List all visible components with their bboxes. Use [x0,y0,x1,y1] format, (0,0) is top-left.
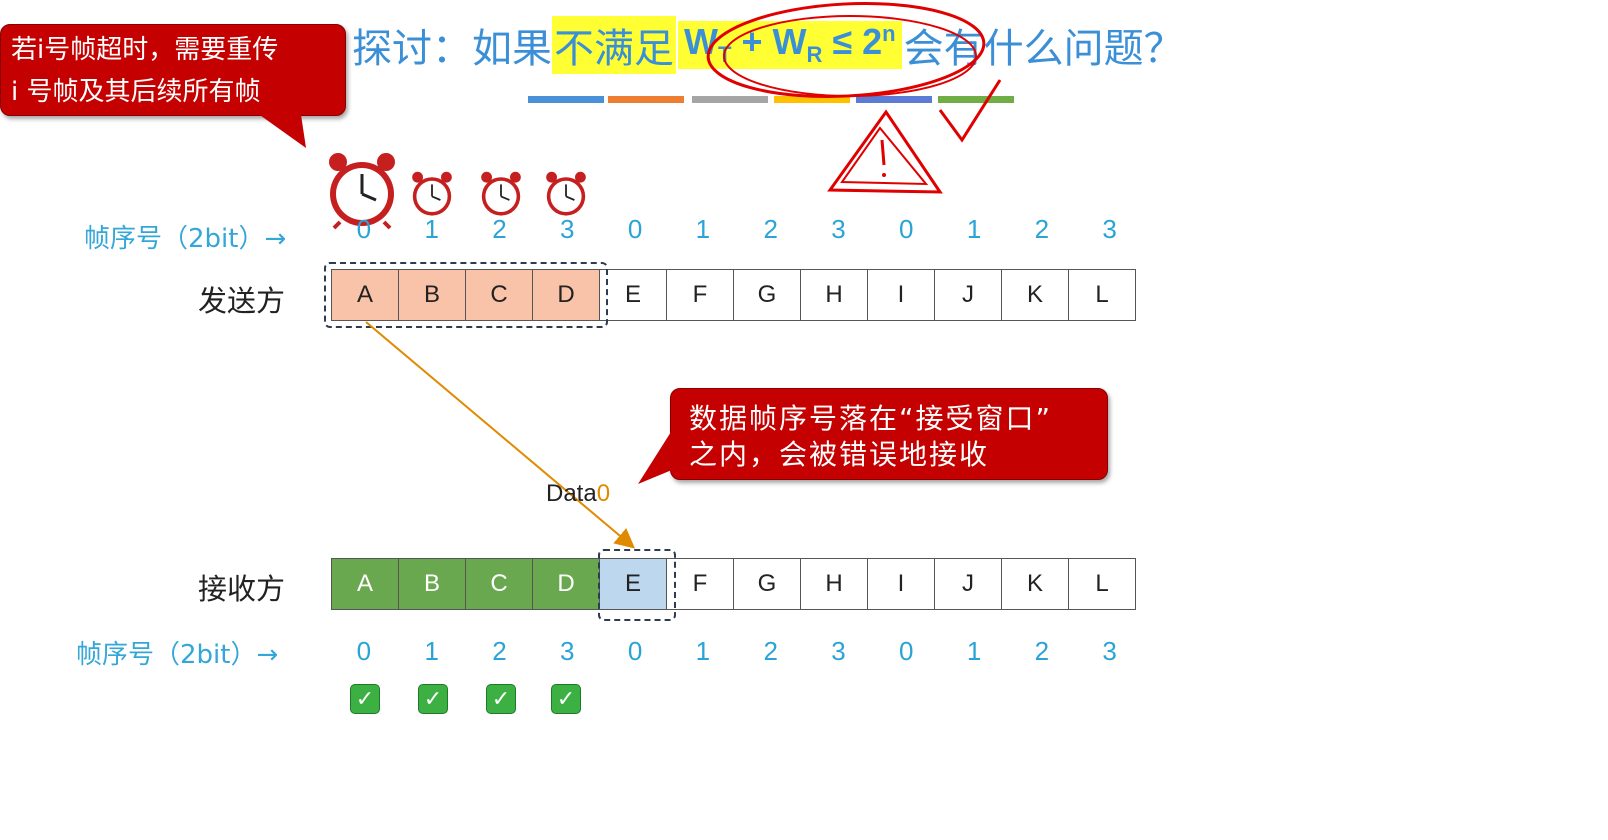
receiver-seq-row: 0 1 2 3 0 1 2 3 0 1 2 3 [330,636,1144,667]
callout-pointer [250,108,306,148]
frame-cell: I [867,558,935,610]
seq-number: 0 [899,214,914,244]
title-highlight: 不满足 [552,16,676,74]
receive-window [598,549,676,621]
check-mark-icon: ✓ [486,684,516,714]
frame-cell: F [666,269,734,321]
frame-cell: K [1001,269,1069,321]
seq-number: 3 [1102,636,1117,666]
frame-cell: I [867,269,935,321]
data-frame-label: Data0 [546,480,611,507]
sender-frame-row: A B C D E F G H I J K L [331,269,1136,321]
sender-label: 发送方 [198,284,286,318]
frame-cell: H [800,558,868,610]
seq-number: 3 [831,214,846,244]
receive-window-callout: 数据帧序号落在“接受窗口” 之内，会被错误地接收 [670,388,1108,480]
strip-segment [608,96,684,103]
frame-cell: J [934,558,1002,610]
send-window [324,262,608,328]
alarm-clock-icon [408,170,456,222]
alarm-clock-icon [322,150,402,234]
strip-segment [528,96,604,103]
frame-cell: A [331,269,399,321]
seq-number: 0 [627,636,643,666]
seq-number: 2 [1034,636,1050,666]
frame-cell: D [532,269,600,321]
frame-cell: B [398,558,466,610]
frame-cell: G [733,269,801,321]
alarm-clock-icon [542,170,590,222]
seq-number: 3 [831,636,846,666]
frame-cell: G [733,558,801,610]
title-suffix: 会有什么问题？ [903,26,1184,72]
seq-number: 2 [492,214,507,244]
seq-number: 3 [560,214,575,244]
frame-cell: J [934,269,1002,321]
seq-number: 2 [763,636,778,666]
seq-number: 3 [1102,214,1117,244]
frame-cell: C [465,558,533,610]
receiver-frame-row: A B C D E F G H I J K L [331,558,1136,610]
frame-cell: E [599,269,667,321]
seq-number: 3 [560,636,575,666]
receiver-label: 接收方 [198,572,286,606]
check-mark-icon: ✓ [418,684,448,714]
frame-cell: B [398,269,466,321]
check-mark-icon: ✓ [350,684,380,714]
seq-number: 0 [356,636,372,666]
receiver-seq-label: 帧序号（2bit）→ [76,640,279,670]
seq-number: 2 [763,214,778,244]
frame-cell: L [1068,269,1136,321]
frame-cell: K [1001,558,1069,610]
frame-cell: D [532,558,600,610]
transmission-arrow [365,321,636,549]
seq-number: 0 [899,636,914,666]
alarm-clock-icon [477,170,525,222]
seq-number: 2 [1034,214,1050,244]
seq-number: 0 [627,214,643,244]
frame-cell: L [1068,558,1136,610]
seq-number: 1 [695,214,711,244]
check-mark-icon: ✓ [551,684,581,714]
timeout-callout: 若i号帧超时，需要重传 i 号帧及其后续所有帧 [0,24,346,116]
page-title: 探讨：如果 不满足 WT + WR ≤ 2n 会有什么问题？ [352,14,1184,76]
frame-cell: F [666,558,734,610]
seq-number: 1 [424,214,439,244]
seq-number: 1 [966,214,982,244]
callout-pointer [638,424,696,484]
seq-number: 1 [424,636,439,666]
window-formula: WT + WR ≤ 2n [678,21,902,69]
handwritten-annotation [706,1,1002,194]
seq-number: 2 [492,636,507,666]
title-prefix: 探讨：如果 [352,26,552,72]
sender-seq-label: 帧序号（2bit）→ [84,224,287,254]
seq-number: 0 [356,214,372,244]
strip-segment [774,96,850,103]
strip-segment [938,96,1014,103]
seq-number: 1 [966,636,982,666]
seq-number: 1 [695,636,711,666]
sender-seq-row: 0 1 2 3 0 1 2 3 0 1 2 3 [330,214,1144,245]
strip-segment [856,96,932,103]
frame-cell: C [465,269,533,321]
frame-cell: A [331,558,399,610]
strip-segment [692,96,768,103]
frame-cell: H [800,269,868,321]
